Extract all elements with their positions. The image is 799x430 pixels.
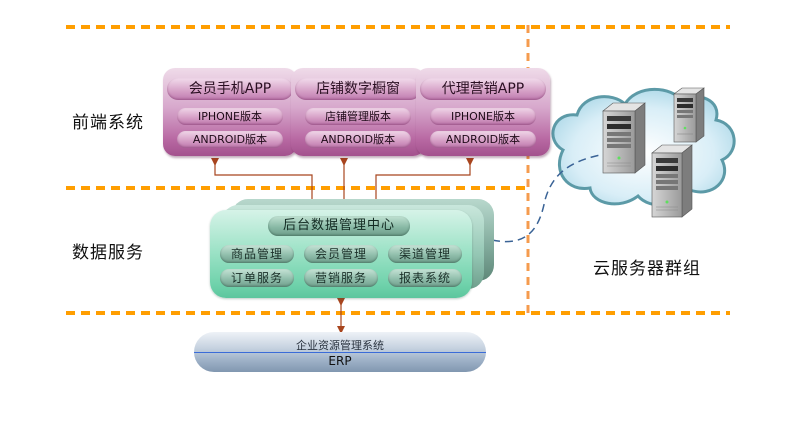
cloud-label: 云服务器群组: [593, 259, 701, 279]
datacenter-module: 订单服务: [220, 269, 294, 287]
app-version: IPHONE版本: [177, 108, 283, 125]
datacenter-box: 后台数据管理中心 商品管理 会员管理 渠道管理 订单服务 营销服务 报表系统: [210, 210, 472, 298]
app-box-agent: 代理营销APP IPHONE版本 ANDROID版本: [416, 68, 550, 156]
datacenter-title: 后台数据管理中心: [268, 216, 410, 236]
server-icon: [651, 144, 693, 218]
cloud-link: [491, 154, 601, 243]
server-icon: [602, 102, 646, 174]
app-box-member: 会员手机APP IPHONE版本 ANDROID版本: [163, 68, 297, 156]
datacenter-module: 渠道管理: [388, 245, 462, 263]
erp-top-label: 企业资源管理系统: [296, 339, 384, 352]
datacenter-module: 营销服务: [304, 269, 378, 287]
erp-box: 企业资源管理系统 ERP: [194, 332, 486, 372]
datacenter-module: 报表系统: [388, 269, 462, 287]
app-title: 店铺数字橱窗: [295, 78, 421, 100]
app-version: ANDROID版本: [430, 131, 536, 148]
app-title: 代理营销APP: [420, 78, 546, 100]
app-box-store: 店铺数字橱窗 店铺管理版本 ANDROID版本: [291, 68, 425, 156]
server-icon: [673, 87, 705, 143]
arrow-app3-to-datacenter: [372, 158, 474, 210]
app-title: 会员手机APP: [167, 78, 293, 100]
app-version: IPHONE版本: [430, 108, 536, 125]
app-version: 店铺管理版本: [305, 108, 411, 125]
arrow-app1-to-datacenter: [211, 158, 316, 210]
erp-divider: [194, 352, 486, 353]
app-version: ANDROID版本: [305, 131, 411, 148]
app-version: ANDROID版本: [177, 131, 283, 148]
erp-bottom-label: ERP: [328, 354, 352, 368]
section-label-frontend: 前端系统: [72, 113, 144, 133]
section-label-data: 数据服务: [72, 243, 144, 263]
datacenter-module: 商品管理: [220, 245, 294, 263]
datacenter-module: 会员管理: [304, 245, 378, 263]
